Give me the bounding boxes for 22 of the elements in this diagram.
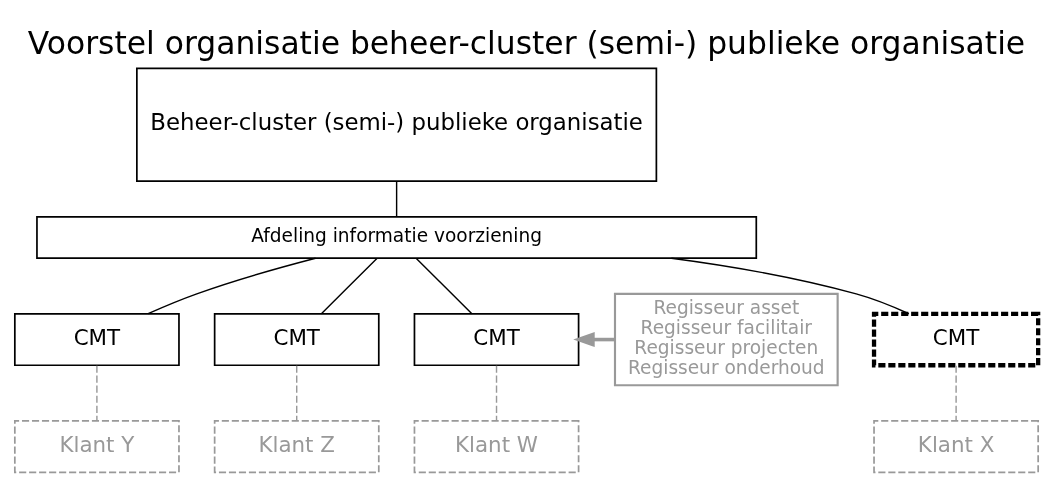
node-box: Regisseur asset Regisseur facilitair Regisseur projecten Regisseur onderhoud [613, 292, 839, 386]
node-box: Klant X [873, 419, 1040, 473]
connector [670, 257, 910, 314]
node-box: CMT [871, 311, 1041, 367]
connector [495, 364, 498, 421]
connector [395, 179, 398, 217]
connector [320, 257, 378, 314]
diagram-title: Voorstel organisatie beheer-cluster (semi-) publieke organisatie [27, 24, 1026, 61]
node-box: CMT [13, 312, 180, 366]
node-box: Beheer-cluster (semi-) publieke organisatie [136, 67, 658, 182]
node-box: CMT [213, 312, 380, 366]
connector [296, 364, 298, 421]
connector [147, 257, 317, 314]
connector [415, 257, 473, 314]
node-box: Afdeling informatie voorziening [36, 215, 758, 259]
connector [955, 364, 957, 421]
connector [96, 364, 98, 421]
arrow [573, 331, 615, 347]
node-box: CMT [413, 312, 580, 366]
node-box: Klant W [413, 419, 580, 473]
node-box: Klant Z [213, 419, 380, 473]
node-box: Klant Y [13, 419, 180, 473]
